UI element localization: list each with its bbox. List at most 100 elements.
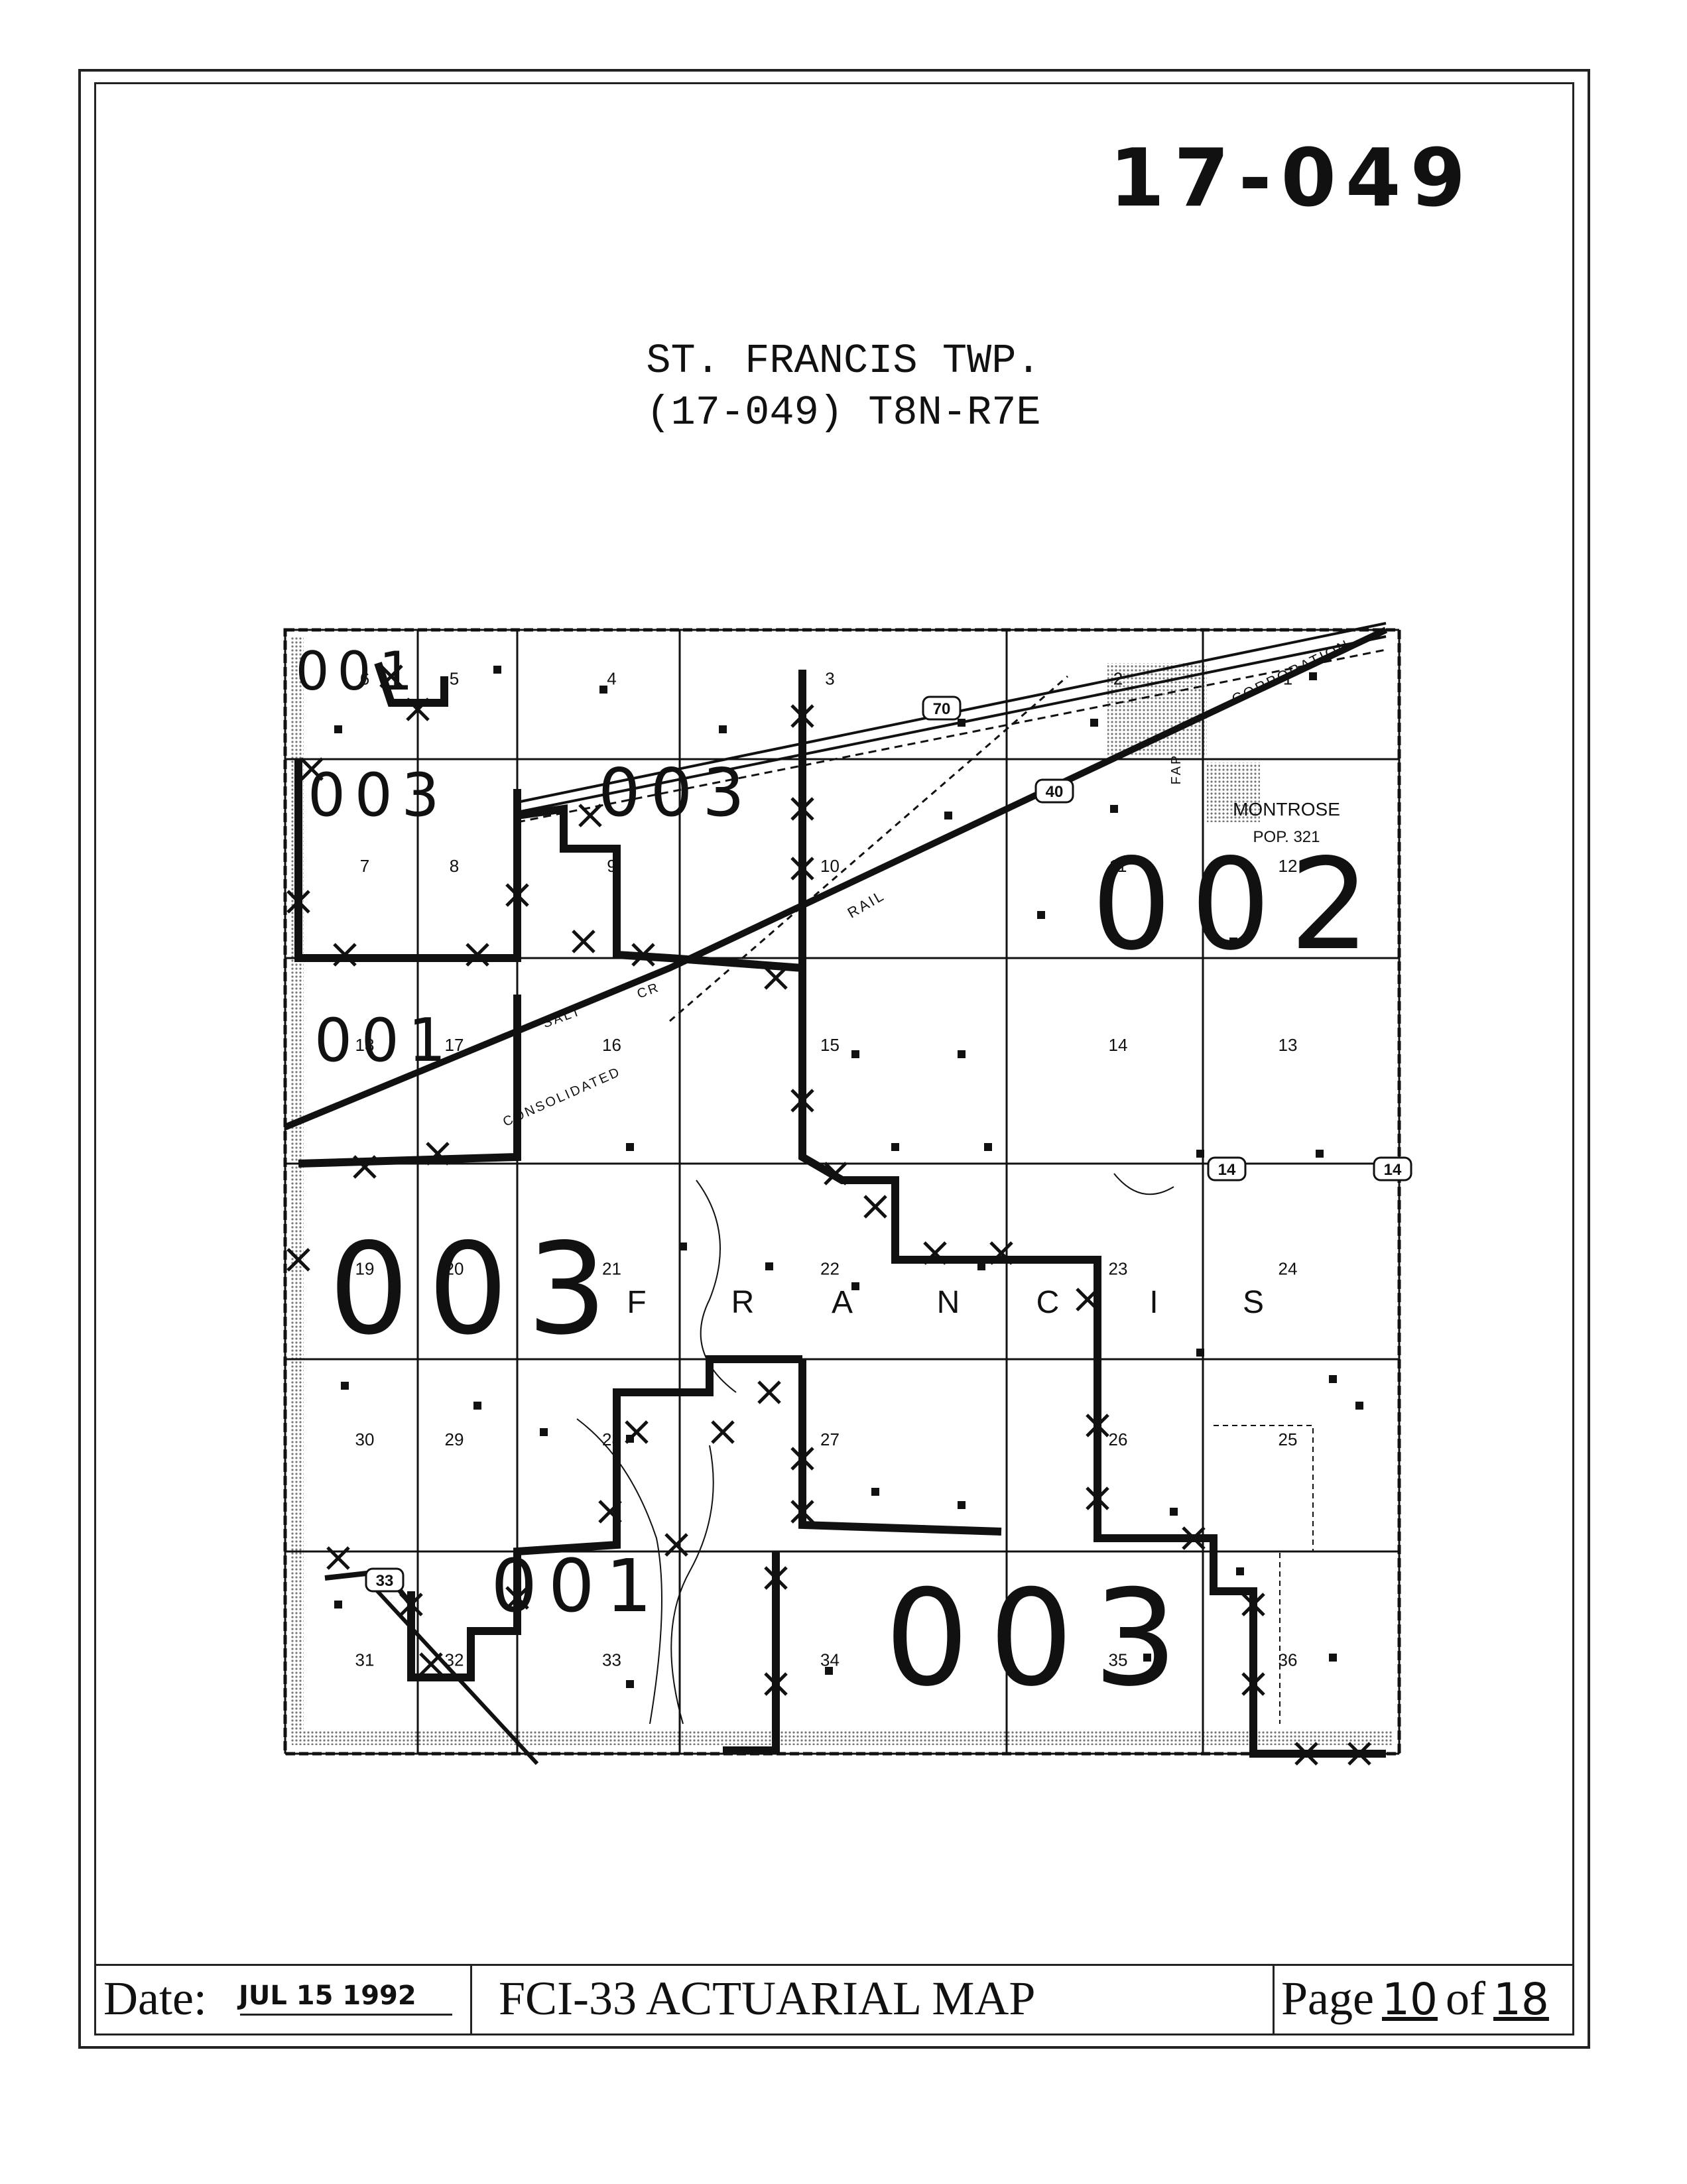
building-marker: [679, 1243, 687, 1250]
section-number: 36: [1279, 1650, 1298, 1670]
township-letter: S: [1243, 1285, 1264, 1320]
building-marker: [871, 1488, 879, 1496]
building-marker: [540, 1428, 548, 1436]
zone-boundaries: [286, 662, 1386, 1766]
road-number: 70: [933, 700, 951, 718]
crossing-mark: [505, 883, 529, 907]
building-marker: [1316, 1150, 1324, 1158]
section-number: 24: [1279, 1259, 1298, 1279]
zone-boundary-7: [798, 1359, 1002, 1536]
crossing-mark: [989, 1241, 1013, 1265]
building-marker: [341, 1382, 349, 1390]
crossing-mark: [466, 943, 489, 967]
building-marker: [334, 1601, 342, 1608]
zone-label: 001: [314, 1006, 455, 1075]
building-marker: [944, 812, 952, 819]
section-number: 11: [1109, 856, 1127, 876]
crossing-mark: [711, 1420, 735, 1444]
section-number: 28: [602, 1429, 621, 1449]
shaded-areas: [290, 637, 1393, 1745]
shade-south: [292, 1730, 1393, 1745]
crossing-mark: [863, 1195, 887, 1219]
crossing-mark: [505, 1586, 529, 1610]
zone-boundary-3: [798, 968, 1386, 1758]
section-number: 18: [355, 1035, 375, 1055]
date-label: Date:: [103, 1972, 207, 2025]
creek-2: [576, 1418, 662, 1725]
date-cell: Date: JUL 15 1992: [94, 1966, 472, 2035]
section-number: 29: [445, 1429, 464, 1449]
zone-label: 003: [885, 1561, 1198, 1716]
section-number: 20: [445, 1259, 464, 1279]
crossing-mark: [1086, 1486, 1109, 1510]
building-marker: [851, 1050, 859, 1058]
title-cell: FCI-33 ACTUARIAL MAP: [472, 1966, 1275, 2035]
section-number: 16: [602, 1035, 621, 1055]
zone-boundary-5: [407, 1355, 802, 1681]
section-number: 6: [360, 669, 369, 689]
building-marker: [1170, 1508, 1178, 1516]
building-marker: [958, 1501, 966, 1509]
section-number: 4: [607, 669, 616, 689]
zone-label: 003: [598, 754, 755, 831]
crossing-mark: [790, 857, 814, 880]
crossing-mark: [757, 1380, 781, 1404]
road-number: 14: [1384, 1161, 1402, 1179]
crossing-mark: [1182, 1526, 1206, 1550]
building-marker: [719, 725, 727, 733]
crossing-mark: [1076, 1288, 1099, 1311]
building-marker: [1329, 1654, 1337, 1662]
building-marker: [599, 686, 607, 694]
section-number: 1: [1283, 669, 1292, 689]
feature-label: SALT: [541, 1004, 584, 1031]
section-number: 21: [602, 1259, 621, 1279]
section-number: 31: [355, 1650, 375, 1670]
population-label: POP. 321: [1253, 828, 1320, 846]
building-marker: [493, 666, 501, 674]
page-of: of: [1445, 1972, 1485, 2025]
crossing-mark: [764, 1672, 788, 1696]
section-number: 23: [1109, 1259, 1128, 1279]
section-number: 30: [355, 1429, 375, 1449]
montrose-label: MONTROSE: [1233, 799, 1340, 819]
building-marker: [626, 1435, 634, 1443]
road-number: 33: [376, 1572, 394, 1590]
section-number: 7: [360, 856, 369, 876]
building-marker: [765, 1262, 773, 1270]
map-title: FCI-33 ACTUARIAL MAP: [499, 1972, 1036, 2025]
road-number: 40: [1046, 783, 1064, 801]
section-number: 10: [820, 856, 840, 876]
creek-4: [1113, 1173, 1174, 1195]
zone-label: 001: [296, 640, 421, 702]
crossing-mark: [790, 797, 814, 821]
building-marker: [626, 1143, 634, 1151]
interstate-line-3: [517, 648, 1387, 823]
crossing-mark: [664, 1533, 688, 1557]
crossing-mark: [1241, 1672, 1265, 1696]
section-number: 2: [1113, 669, 1123, 689]
crossing-mark: [790, 1500, 814, 1524]
township-letter: I: [1149, 1285, 1158, 1320]
page-total: 18: [1493, 1974, 1549, 2025]
building-marker: [1037, 911, 1045, 919]
road-shield: [1034, 778, 1074, 804]
crossing-mark: [286, 890, 310, 914]
township-range: (17-049) T8N-R7E: [646, 389, 1041, 436]
crossing-mark: [379, 664, 403, 688]
section-number: 14: [1109, 1035, 1128, 1055]
building-marker: [1236, 1567, 1244, 1575]
section-number: 8: [450, 856, 459, 876]
footer-bar: Date: JUL 15 1992 FCI-33 ACTUARIAL MAP P…: [94, 1964, 1574, 2035]
outer-frame: [78, 69, 1590, 2049]
building-marker: [851, 1282, 859, 1290]
township-letter: A: [832, 1285, 853, 1320]
crossing-mark: [426, 1142, 450, 1166]
crossing-mark: [333, 943, 357, 967]
crossing-mark: [1086, 1414, 1109, 1437]
building-marker: [891, 1143, 899, 1151]
building-marker: [473, 1402, 481, 1410]
highway-40-line: [284, 627, 1388, 1130]
